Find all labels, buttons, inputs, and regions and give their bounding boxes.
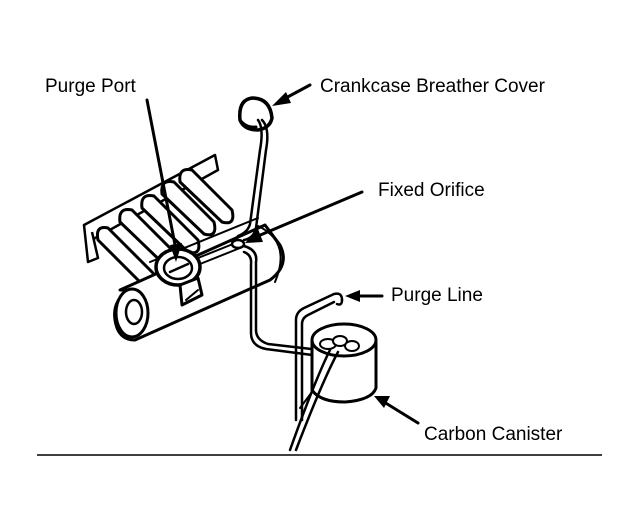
breather-arrowhead — [272, 92, 291, 106]
intake-manifold — [82, 153, 259, 294]
carbon-canister-arrowhead — [374, 396, 390, 408]
carbon-canister-leader — [382, 400, 420, 425]
label-carbon-canister: Carbon Canister — [424, 424, 563, 445]
carbon-canister — [299, 322, 378, 409]
label-purge-port: Purge Port — [45, 76, 137, 97]
label-fixed-orifice: Fixed Orifice — [378, 180, 485, 201]
fixed-orifice-arrowhead — [245, 229, 263, 243]
fixed-orifice-fitting — [230, 238, 246, 250]
label-purge-line: Purge Line — [391, 285, 483, 306]
purge-line — [294, 292, 344, 422]
leader-arrows — [145, 83, 420, 425]
label-crankcase-breather-cover: Crankcase Breather Cover — [320, 76, 546, 97]
purge-port-fitting — [154, 241, 241, 307]
canister-hoses — [288, 348, 340, 452]
purge-port-arrowhead — [170, 243, 182, 262]
fixed-orifice-leader — [256, 190, 364, 238]
purge-line-arrowhead — [345, 290, 360, 302]
purge-port-leader — [145, 98, 178, 252]
vacuum-line — [242, 244, 322, 358]
crankcase-breather-assembly — [236, 96, 274, 242]
